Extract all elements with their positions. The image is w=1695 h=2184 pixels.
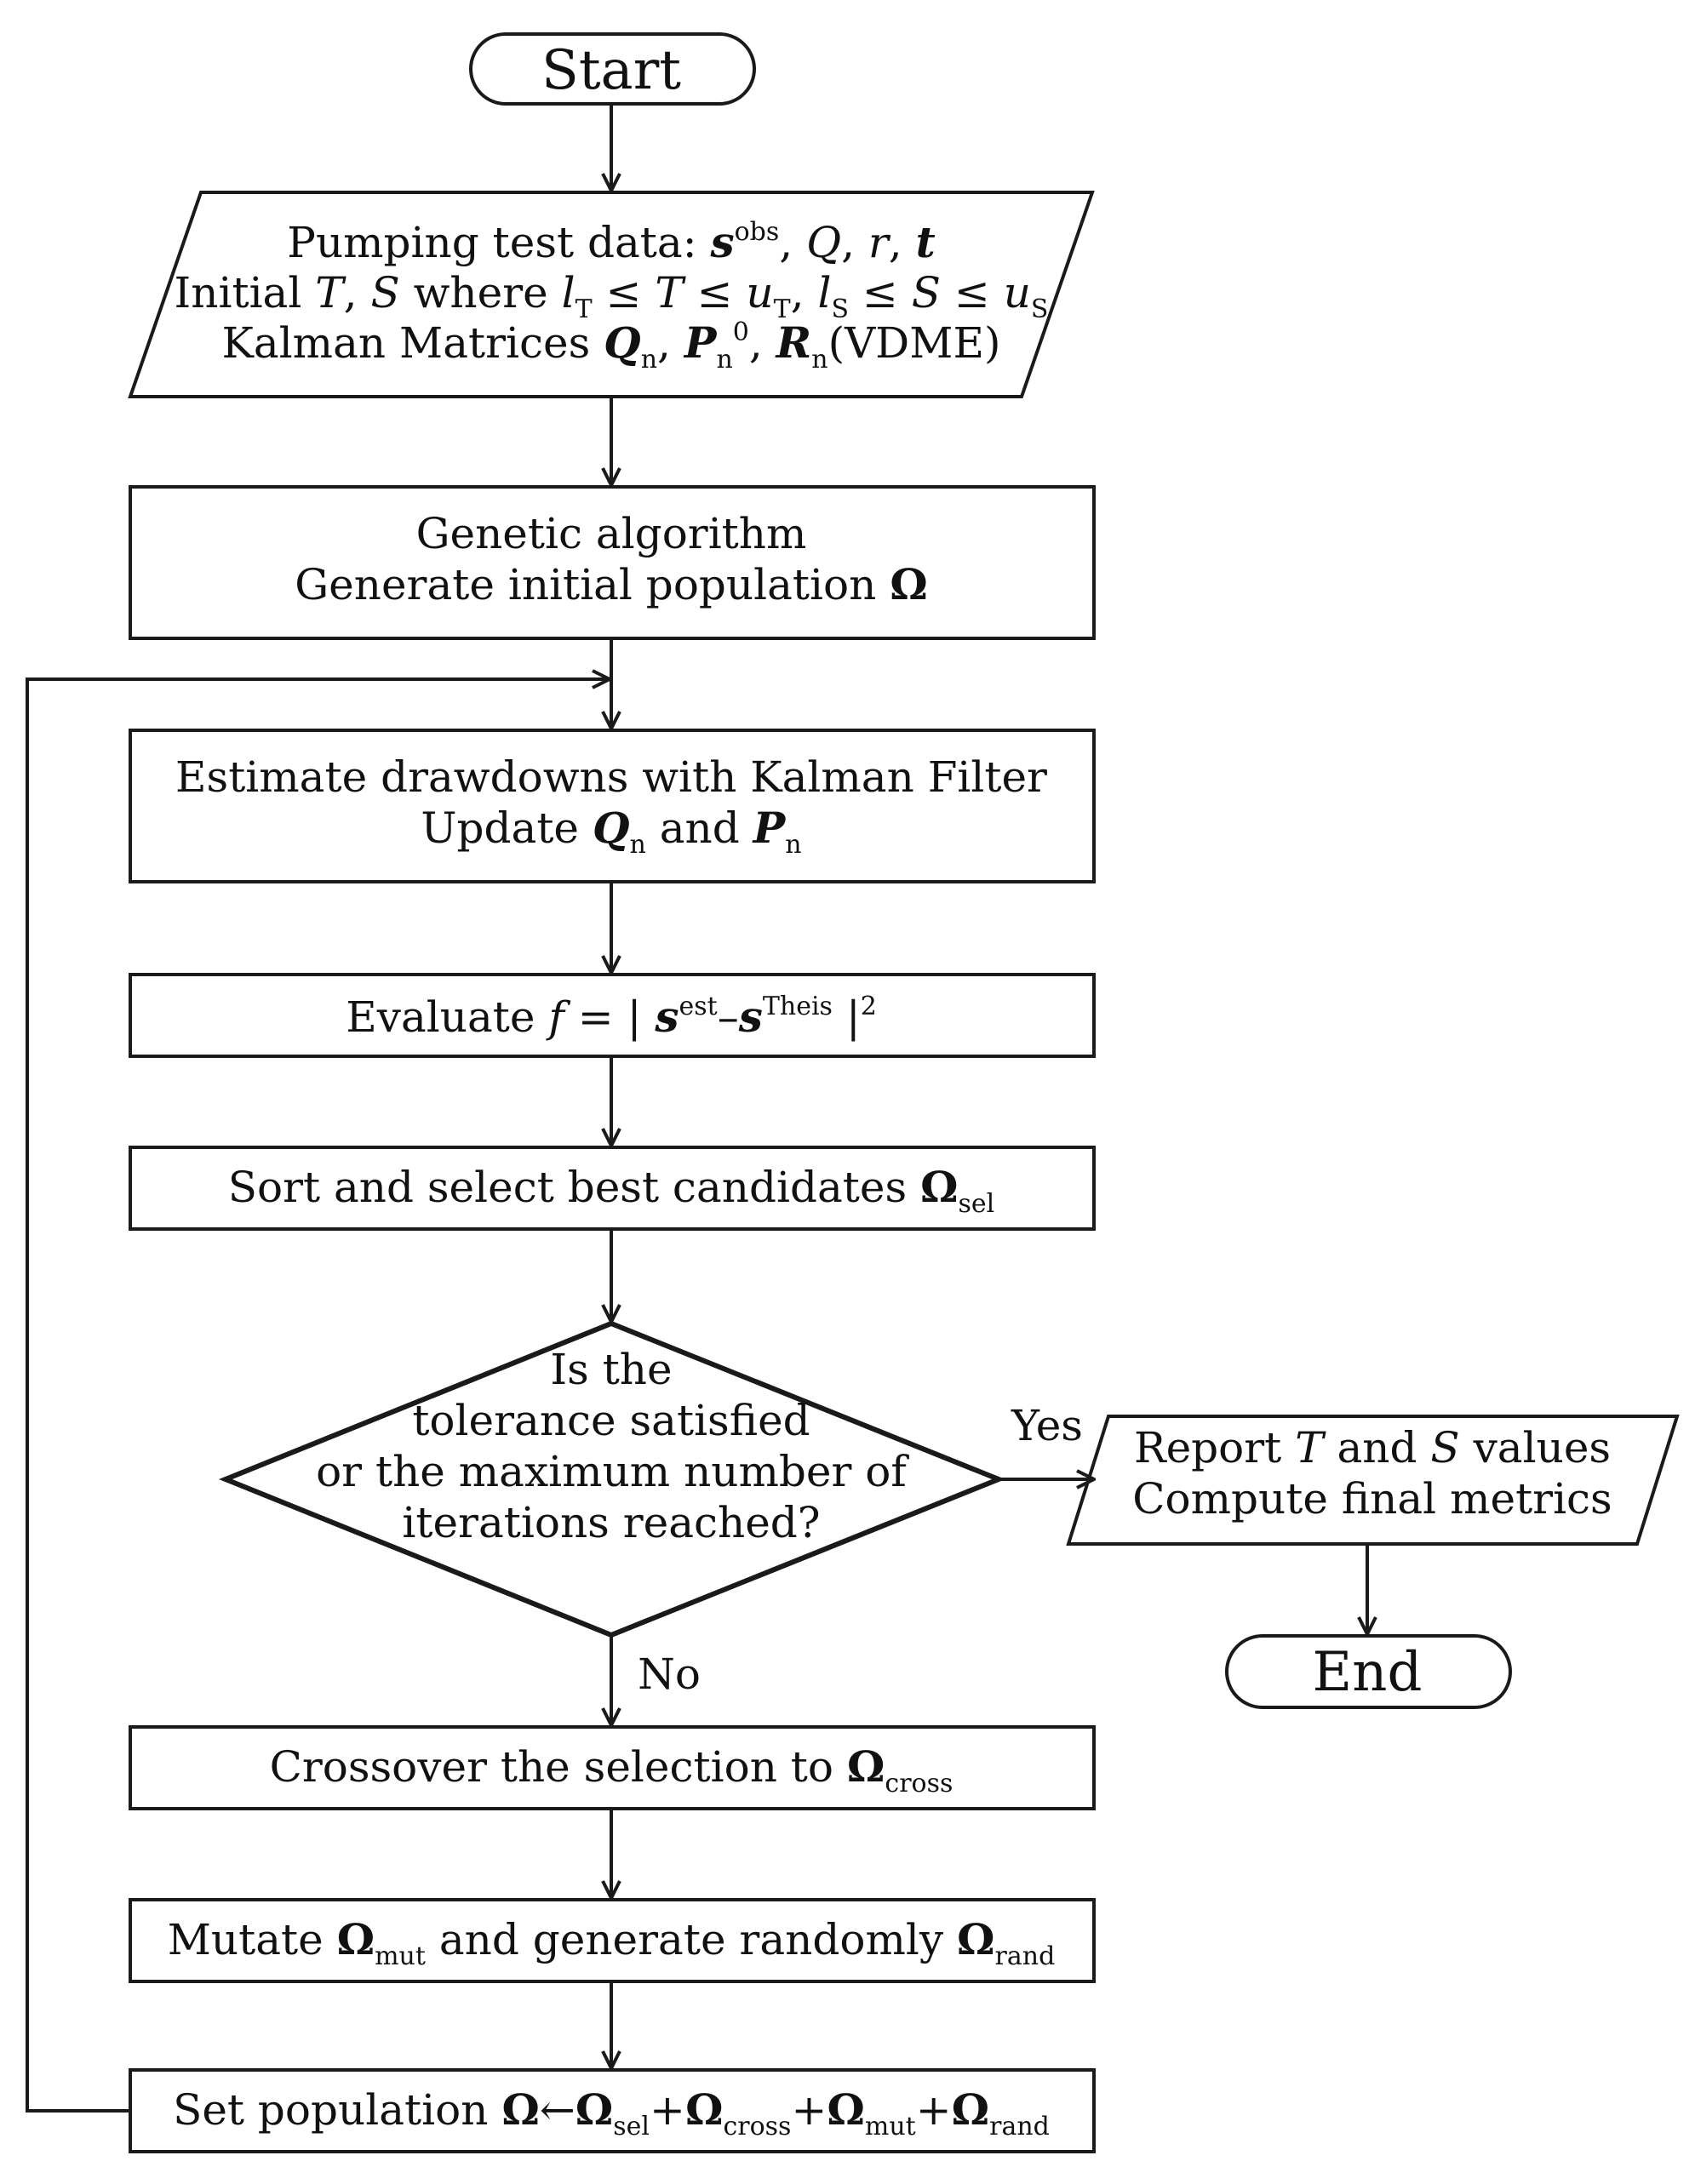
input-line-3: Kalman Matrices Qn, Pn0, Rn(VDME) xyxy=(222,317,1001,374)
start-label: Start xyxy=(541,39,681,102)
ga-line-2: Generate initial population Ω xyxy=(295,559,928,609)
input-line-2: Initial T, S where lT ≤ T ≤ uT, lS ≤ S ≤… xyxy=(175,268,1049,324)
kalman-line-1: Estimate drawdowns with Kalman Filter xyxy=(175,752,1047,802)
decision-line-3: or the maximum number of xyxy=(316,1447,909,1496)
end-label: End xyxy=(1313,1641,1423,1704)
set-population-box xyxy=(129,2068,1096,2153)
decision-line-1: Is the xyxy=(550,1345,672,1394)
setpop-label: Set population Ω←Ωsel+Ωcross+Ωmut+Ωrand xyxy=(173,2084,1050,2141)
input-line-1: Pumping test data: sobs, Q, r, t xyxy=(287,217,935,267)
crossover-label: Crossover the selection to Ωcross xyxy=(270,1741,953,1798)
report-line-2: Compute final metrics xyxy=(1132,1474,1612,1524)
report-parallelogram xyxy=(1066,1415,1680,1546)
decision-line-2: tolerance satisfied xyxy=(412,1396,810,1445)
evaluate-label: Evaluate f = | sest–sTheis |2 xyxy=(346,992,877,1042)
crossover-box xyxy=(129,1725,1096,1810)
decision-line-4: iterations reached? xyxy=(402,1498,820,1547)
loop-back-arrow xyxy=(26,679,610,2113)
report-line-1: Report T and S values xyxy=(1134,1423,1611,1472)
yes-label: Yes xyxy=(1011,1401,1083,1450)
end-terminal xyxy=(1225,1634,1512,1709)
sort-label: Sort and select best candidates Ωsel xyxy=(228,1162,995,1219)
evaluate-box xyxy=(129,973,1096,1058)
kalman-filter-box xyxy=(129,729,1096,883)
ga-line-1: Genetic algorithm xyxy=(416,509,807,558)
kalman-line-2: Update Qn and Pn xyxy=(421,803,801,860)
no-label: No xyxy=(638,1649,701,1699)
input-data-parallelogram xyxy=(128,191,1095,398)
genetic-algorithm-box xyxy=(129,485,1096,640)
mutate-label: Mutate Ωmut and generate randomly Ωrand xyxy=(168,1914,1056,1971)
mutate-box xyxy=(129,1898,1096,1983)
